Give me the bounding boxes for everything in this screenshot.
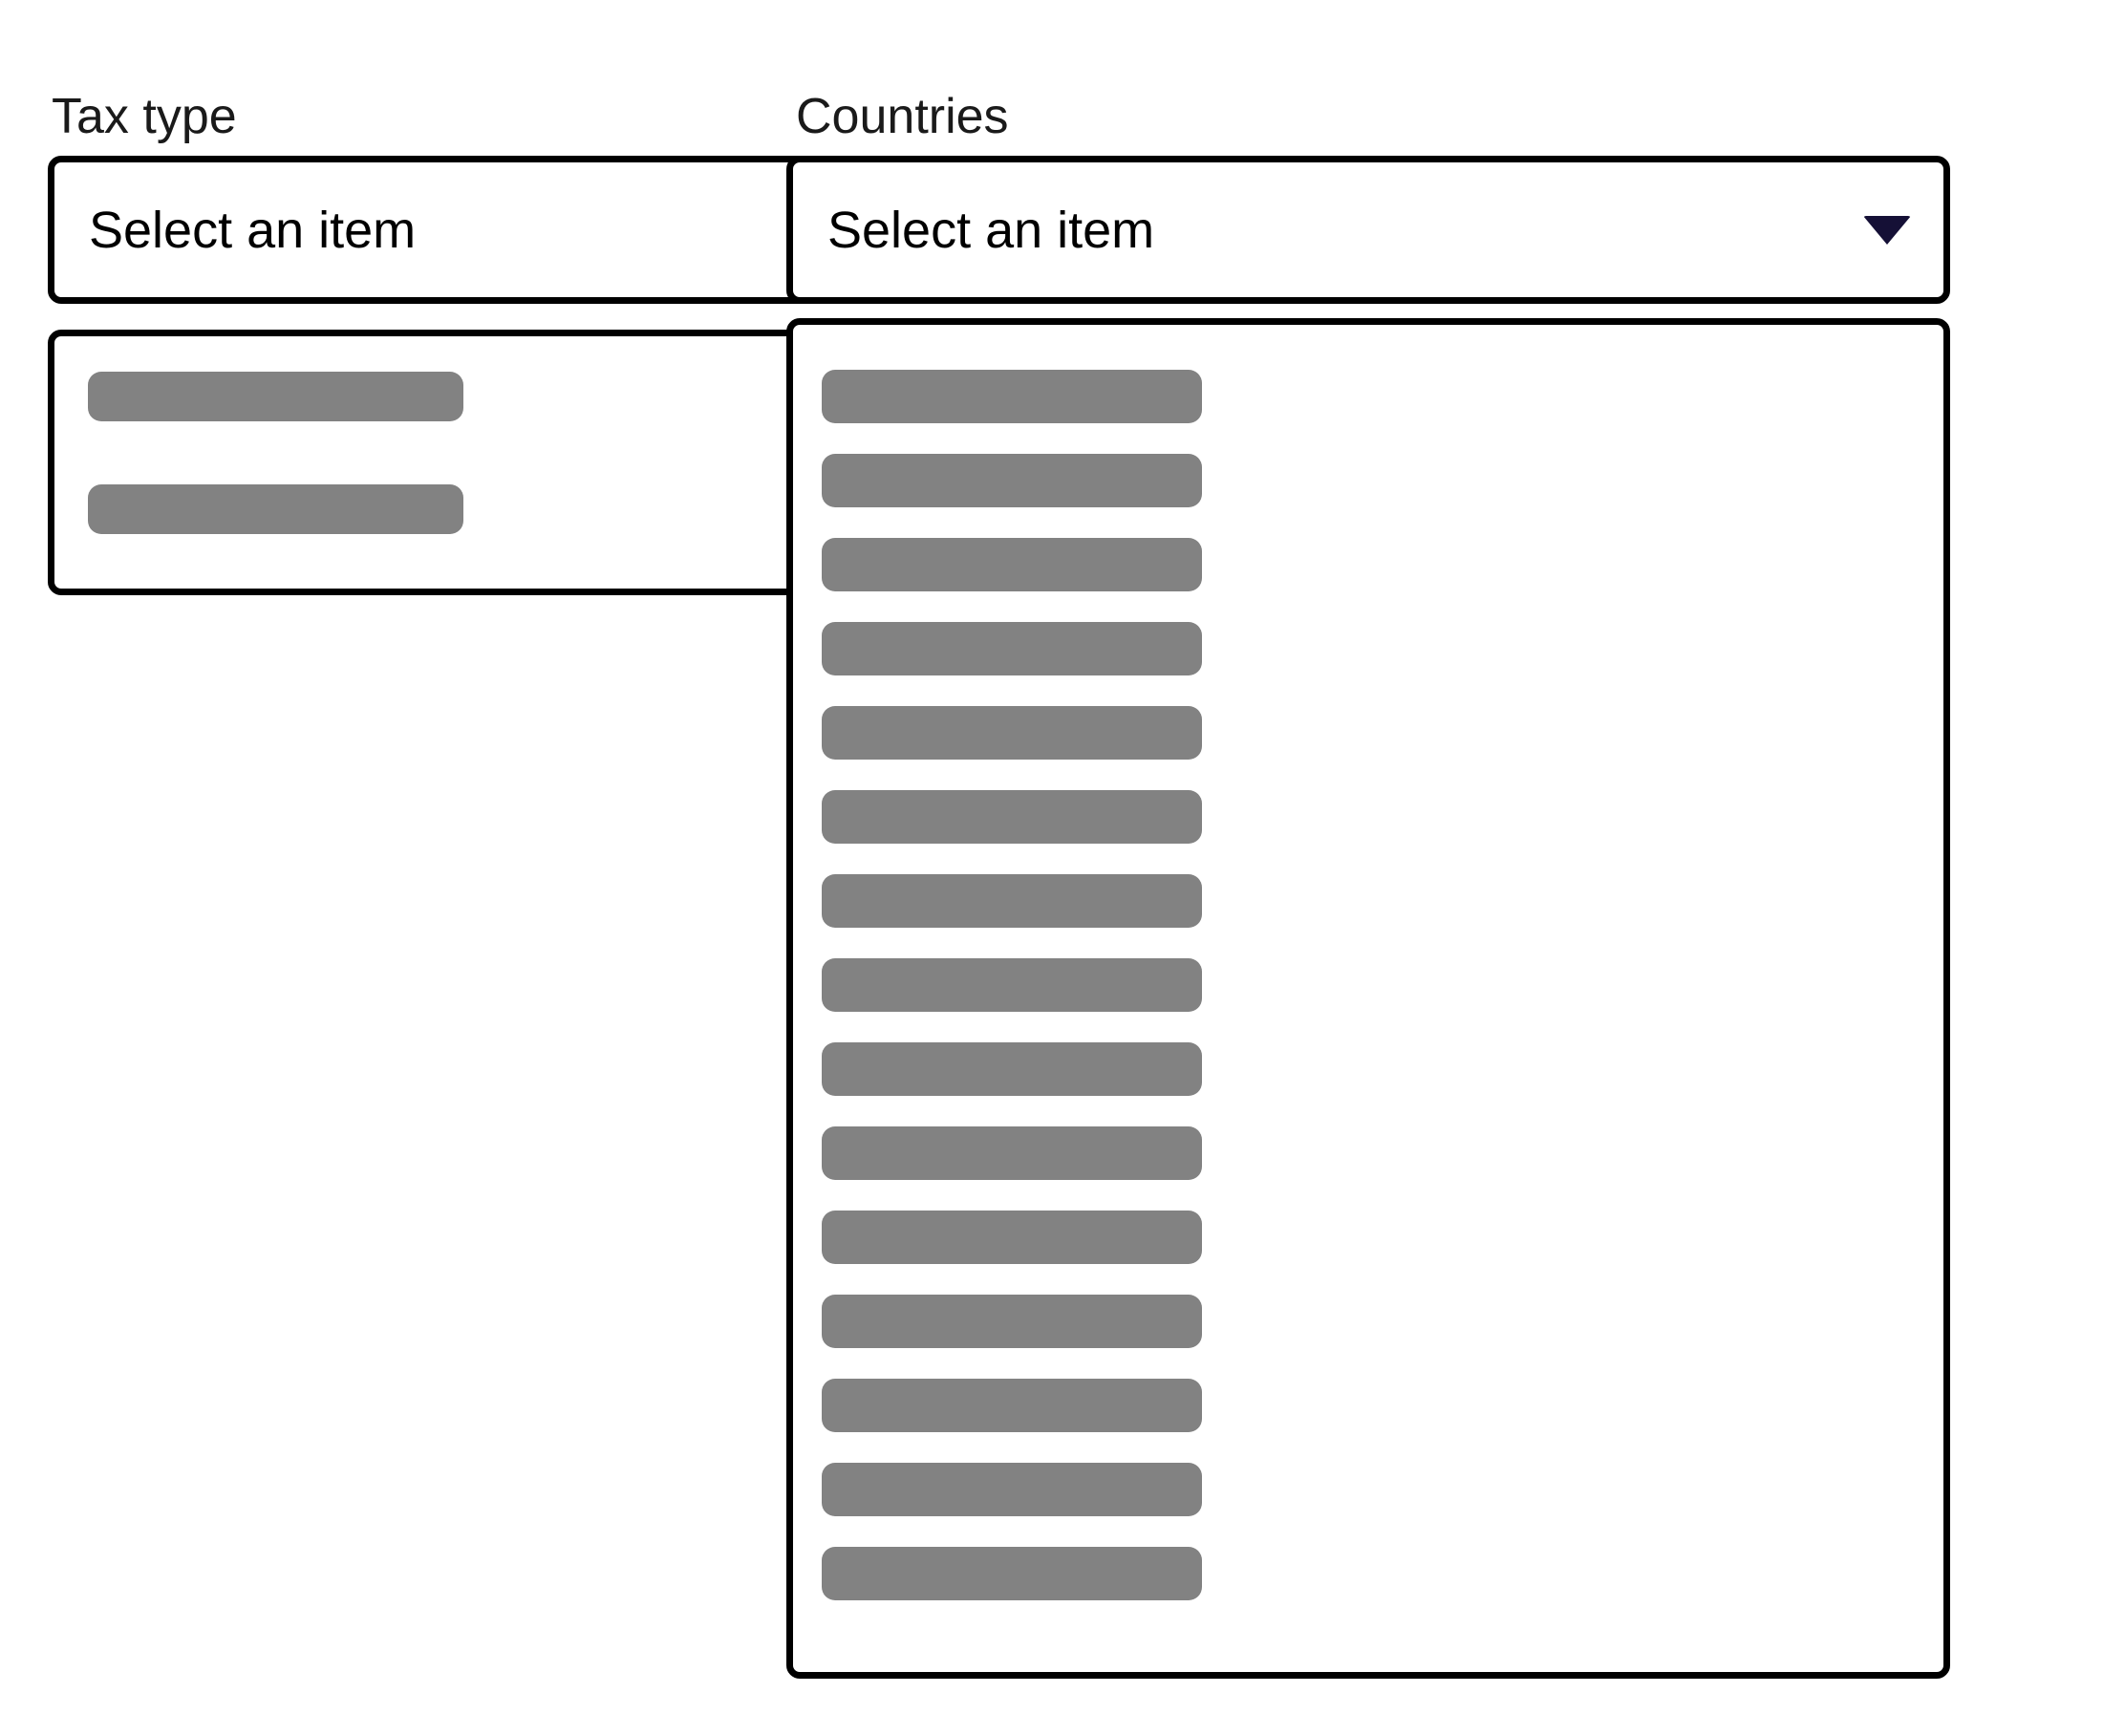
list-item[interactable] [822,1042,1202,1096]
countries-select-value: Select an item [827,201,1155,259]
list-item[interactable] [822,1463,1202,1516]
list-item[interactable] [822,1379,1202,1432]
list-item[interactable] [822,1547,1202,1600]
list-item[interactable] [822,622,1202,675]
list-item[interactable] [822,1126,1202,1180]
countries-dropdown-list[interactable] [786,318,1950,1679]
tax-type-select-value: Select an item [89,201,417,259]
list-item[interactable] [822,706,1202,760]
list-item[interactable] [822,538,1202,591]
list-item[interactable] [88,372,463,421]
list-item[interactable] [822,790,1202,844]
list-item[interactable] [822,1295,1202,1348]
chevron-down-icon[interactable] [1863,215,1911,245]
countries-label: Countries [796,89,1009,144]
list-item[interactable] [822,958,1202,1012]
list-item[interactable] [88,484,463,534]
list-item[interactable] [822,454,1202,507]
list-item[interactable] [822,874,1202,928]
tax-type-label: Tax type [52,89,237,144]
list-item[interactable] [822,370,1202,423]
countries-select[interactable]: Select an item [786,156,1950,304]
list-item[interactable] [822,1211,1202,1264]
